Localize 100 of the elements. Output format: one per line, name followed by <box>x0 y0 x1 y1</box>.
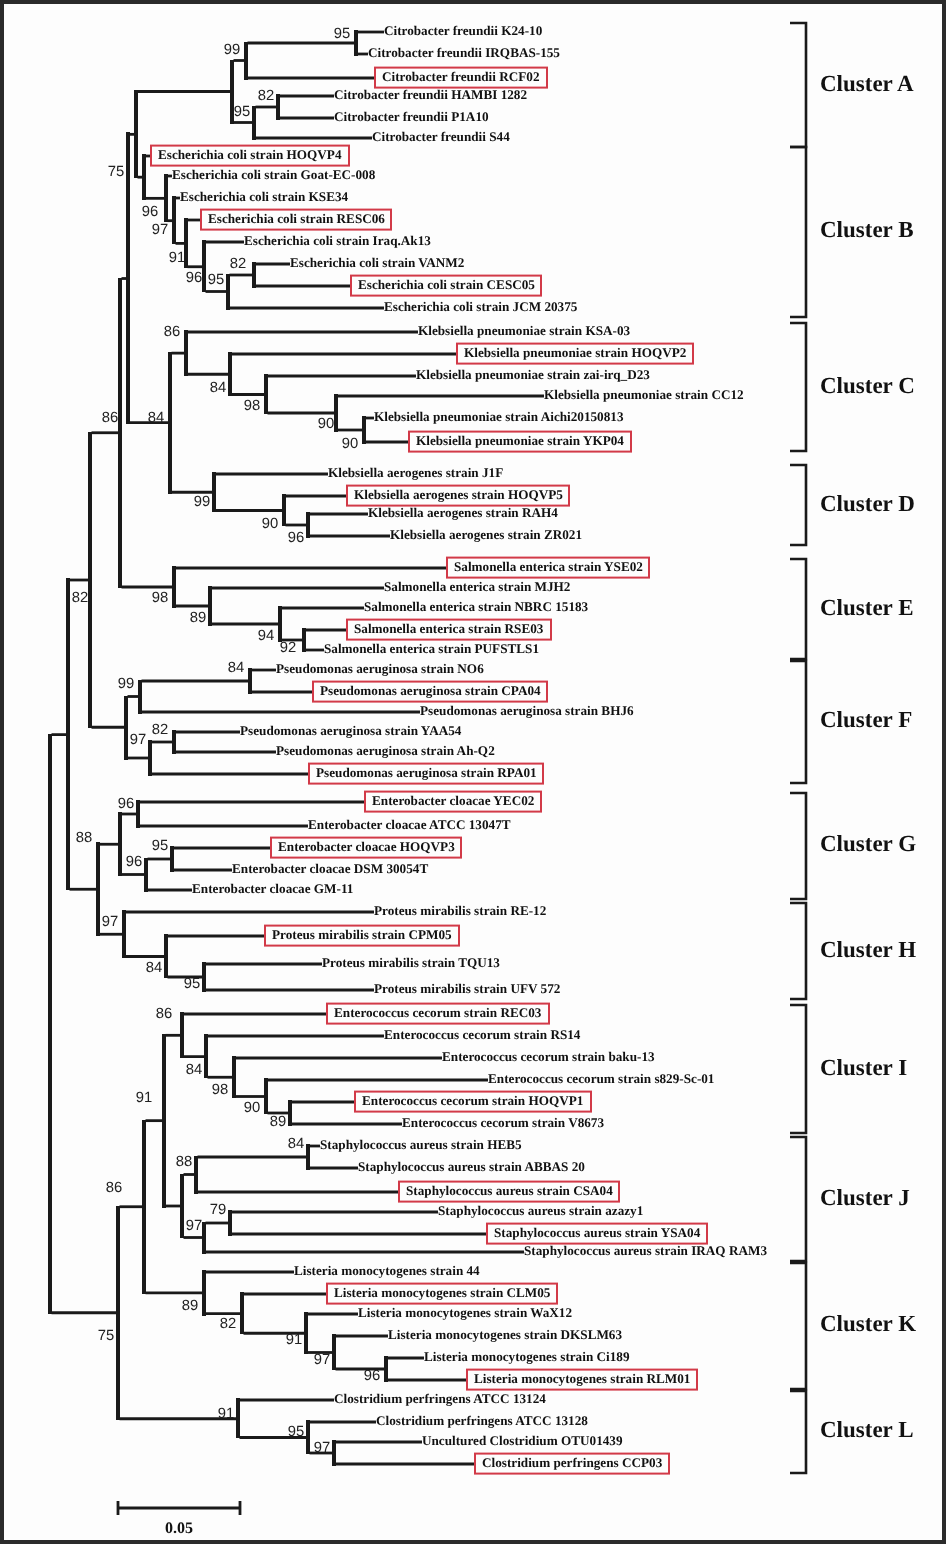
branch-line <box>173 846 270 850</box>
branch-line <box>231 1210 438 1214</box>
branch-line <box>205 240 244 244</box>
branch-line <box>183 1236 203 1239</box>
branch-line <box>229 306 384 310</box>
branch-line <box>147 857 171 861</box>
branch-line <box>125 955 165 958</box>
branch-line <box>175 566 446 570</box>
branch-line <box>175 604 209 608</box>
branch-line <box>187 372 229 376</box>
branch-line <box>357 30 384 34</box>
branch-line <box>205 988 374 992</box>
branch-line <box>231 1232 486 1236</box>
branch-line <box>119 1205 143 1209</box>
cluster-label: Cluster A <box>820 72 914 98</box>
branch-line <box>255 284 350 288</box>
cluster-label: Cluster I <box>820 1056 908 1082</box>
branch-line <box>291 1100 354 1104</box>
branch-line <box>291 1122 402 1126</box>
branch-line <box>205 1312 241 1316</box>
branch-line <box>255 105 277 109</box>
branch-line <box>337 428 363 432</box>
branch-line <box>205 1250 524 1254</box>
branch-line <box>229 273 253 277</box>
branch-line <box>207 1075 233 1079</box>
branch-line <box>151 772 308 776</box>
branch-line <box>335 1367 385 1371</box>
branch-line <box>127 756 149 760</box>
cluster-label: Cluster C <box>820 374 915 400</box>
branch-line <box>69 578 89 582</box>
branch-line <box>239 1436 307 1439</box>
cluster-label: Cluster D <box>820 492 915 518</box>
branch-line <box>205 1270 294 1274</box>
branch-line <box>251 668 276 672</box>
branch-line <box>197 1190 398 1194</box>
cluster-label: Cluster K <box>820 1313 917 1339</box>
branch-line <box>309 512 368 516</box>
branch-line <box>205 962 322 966</box>
branch-line <box>183 1173 195 1176</box>
branch-line <box>183 1012 326 1016</box>
branch-line <box>267 1078 488 1082</box>
branch-line <box>255 262 290 266</box>
branch-line <box>211 622 279 626</box>
branch-line <box>267 374 416 378</box>
branch-line <box>239 1398 334 1402</box>
branch-line <box>127 695 139 698</box>
branch-line <box>215 472 328 476</box>
branch-line <box>387 1378 466 1382</box>
branch-line <box>121 585 173 589</box>
cluster-label: Cluster J <box>820 1186 910 1212</box>
branch-line <box>145 1291 203 1295</box>
branch-line <box>167 975 203 979</box>
branch-line <box>99 842 119 846</box>
branch-line <box>151 740 173 744</box>
scale-label: 0.05 <box>165 1519 193 1537</box>
cluster-label: Cluster G <box>820 833 917 859</box>
branch-line <box>187 265 203 269</box>
branch-line <box>309 1420 376 1424</box>
branch-line <box>267 1111 289 1115</box>
branch-line <box>121 873 145 876</box>
branch-line <box>91 431 119 435</box>
branch-line <box>197 1155 307 1159</box>
branch-line <box>255 136 372 140</box>
branch-line <box>305 648 324 652</box>
branch-line <box>281 638 303 642</box>
branch-line <box>167 934 264 938</box>
branch-line <box>247 76 374 80</box>
branch-line <box>279 116 334 120</box>
branch-line <box>281 606 364 610</box>
branch-line <box>365 440 408 444</box>
branch-line <box>51 733 67 737</box>
branch-line <box>309 1451 333 1455</box>
branch-line <box>145 1119 163 1123</box>
branch-line <box>119 1417 237 1421</box>
branch-line <box>307 1312 358 1316</box>
branch-line <box>51 1311 117 1315</box>
branch-line <box>165 1033 181 1037</box>
branch-line <box>207 1034 384 1038</box>
branch-line <box>215 509 283 512</box>
branch-line <box>137 90 231 93</box>
branch-line <box>139 824 308 828</box>
branch-line <box>69 887 97 891</box>
branch-line <box>141 679 249 683</box>
branch-line <box>99 932 123 936</box>
cluster-label: Cluster F <box>820 709 913 735</box>
cluster-label: Cluster H <box>820 938 917 964</box>
branch-line <box>305 628 346 632</box>
branch-line <box>267 411 335 415</box>
branch-line <box>279 94 334 98</box>
branch-line <box>231 393 265 396</box>
branch-line <box>175 750 276 754</box>
branch-line <box>251 690 312 694</box>
cluster-label: Cluster E <box>820 596 914 622</box>
branch-line <box>285 494 346 498</box>
branch-line <box>175 730 240 734</box>
branch-line <box>171 351 185 355</box>
branch-line <box>335 1334 388 1338</box>
branch-line <box>175 242 185 245</box>
branch-line <box>243 1292 326 1296</box>
branch-line <box>231 352 456 356</box>
